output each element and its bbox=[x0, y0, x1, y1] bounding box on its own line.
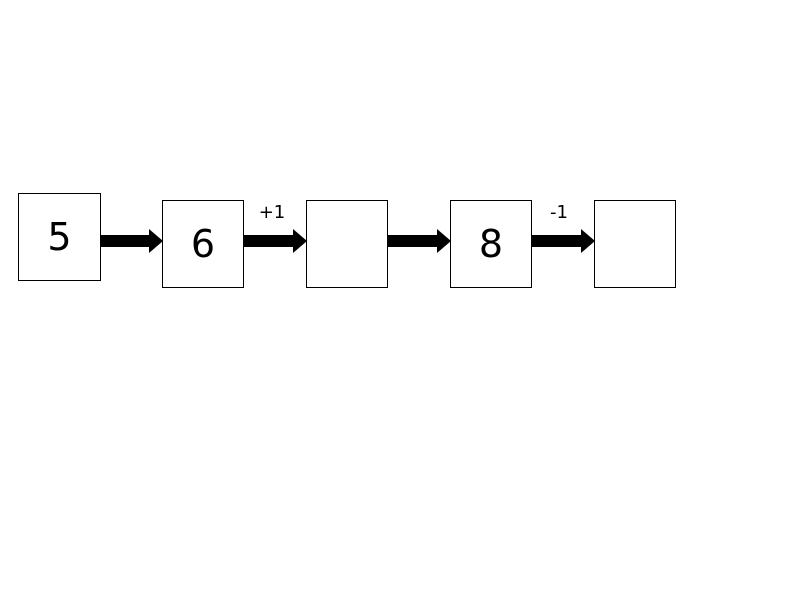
arrow-4-label: -1 bbox=[550, 202, 568, 223]
sequence-box-3 bbox=[306, 200, 388, 288]
arrow-2-label: +1 bbox=[258, 202, 286, 223]
arrow-2-to-3 bbox=[243, 229, 307, 253]
sequence-box-4: 8 bbox=[450, 200, 532, 288]
sequence-box-1-value: 5 bbox=[47, 215, 72, 259]
arrow-3-to-4 bbox=[387, 229, 451, 253]
sequence-box-1: 5 bbox=[18, 193, 101, 281]
sequence-box-2-value: 6 bbox=[190, 222, 216, 266]
sequence-box-5 bbox=[594, 200, 676, 288]
sequence-box-4-value: 8 bbox=[478, 222, 504, 266]
arrow-4-to-5 bbox=[531, 229, 595, 253]
sequence-box-2: 6 bbox=[162, 200, 244, 288]
arrow-1-to-2 bbox=[100, 229, 163, 253]
